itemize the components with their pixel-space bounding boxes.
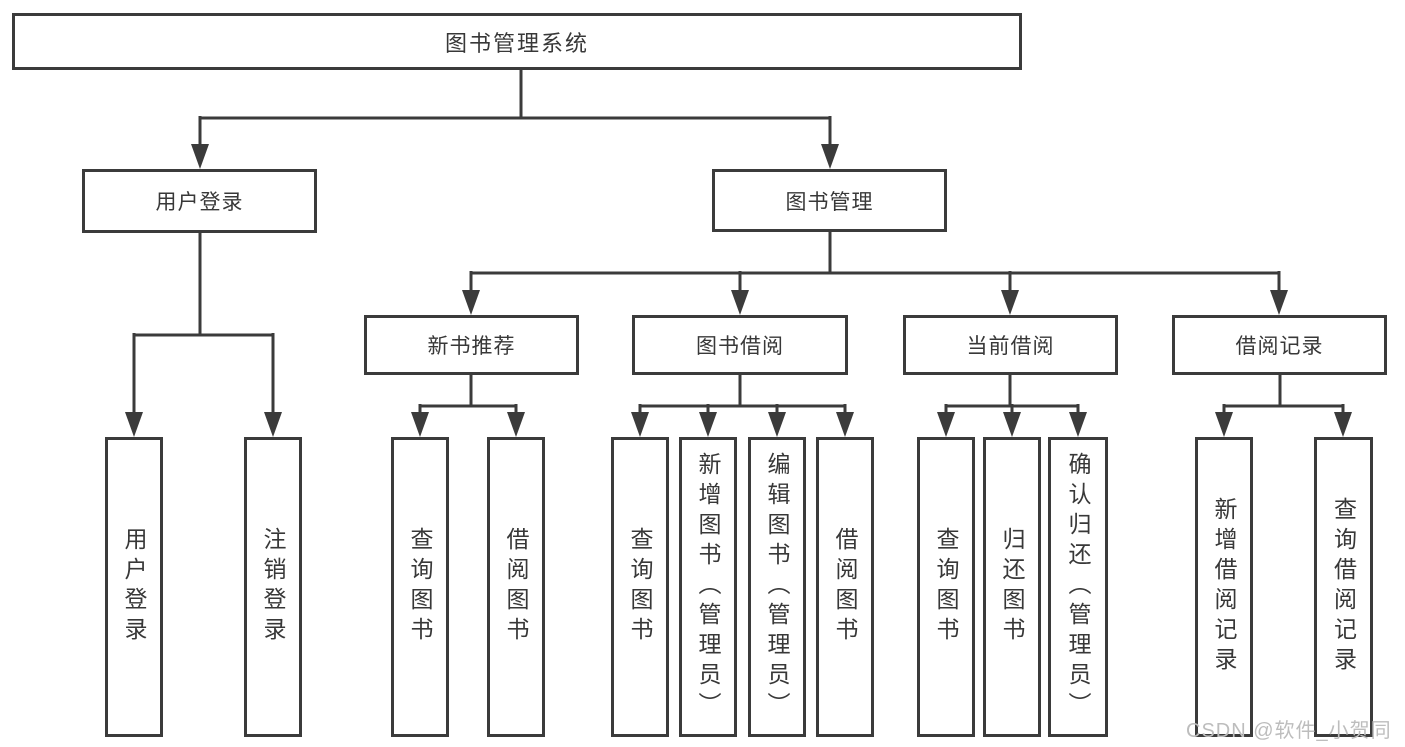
arrowhead-icon xyxy=(411,412,429,437)
arrowhead-icon xyxy=(191,144,209,169)
leaf-current-query-books: 查询图书 xyxy=(917,437,975,737)
node-book-management: 图书管理 xyxy=(712,169,947,232)
node-root-system: 图书管理系统 xyxy=(12,13,1022,70)
node-new-book-recommend: 新书推荐 xyxy=(364,315,579,375)
arrowheads xyxy=(125,144,1352,437)
arrowhead-icon xyxy=(507,412,525,437)
connector-book-borrow-split xyxy=(638,375,847,414)
leaf-newbook-borrow-books: 借阅图书 xyxy=(487,437,545,737)
arrowhead-icon xyxy=(937,412,955,437)
leaf-borrowing-query-books: 查询图书 xyxy=(611,437,669,737)
arrowhead-icon xyxy=(125,412,143,437)
node-book-borrowing: 图书借阅 xyxy=(632,315,848,375)
leaf-current-confirm-return-admin: 确认归还（管理员） xyxy=(1048,437,1108,737)
node-borrowing-records: 借阅记录 xyxy=(1172,315,1387,375)
arrowhead-icon xyxy=(1003,412,1021,437)
arrowhead-icon xyxy=(462,290,480,315)
arrowhead-icon xyxy=(1334,412,1352,437)
connector-user-login-split xyxy=(132,233,275,414)
leaf-current-return-books: 归还图书 xyxy=(983,437,1041,737)
leaf-newbook-query-books: 查询图书 xyxy=(391,437,449,737)
arrowhead-icon xyxy=(1215,412,1233,437)
connector-borrow-records-split xyxy=(1222,375,1345,414)
leaf-borrowing-add-books-admin: 新增图书（管理员） xyxy=(679,437,737,737)
arrowhead-icon xyxy=(1270,290,1288,315)
leaf-records-add-borrow-record: 新增借阅记录 xyxy=(1195,437,1253,737)
arrowhead-icon xyxy=(836,412,854,437)
arrowhead-icon xyxy=(1069,412,1087,437)
csdn-watermark: CSDN @软件_小贺同学 xyxy=(1186,720,1392,742)
leaf-borrowing-borrow-books: 借阅图书 xyxy=(816,437,874,737)
connector-new-book-split xyxy=(418,375,518,414)
node-current-borrowing: 当前借阅 xyxy=(903,315,1118,375)
arrowhead-icon xyxy=(821,144,839,169)
arrowhead-icon xyxy=(768,412,786,437)
leaf-logout: 注销登录 xyxy=(244,437,302,737)
leaf-records-query-borrow-record: 查询借阅记录 xyxy=(1314,437,1373,737)
node-user-login: 用户登录 xyxy=(82,169,317,233)
arrowhead-icon xyxy=(264,412,282,437)
leaf-borrowing-edit-books-admin: 编辑图书（管理员） xyxy=(748,437,806,737)
connector-book-management-split xyxy=(469,232,1281,292)
arrowhead-icon xyxy=(631,412,649,437)
arrowhead-icon xyxy=(1001,290,1019,315)
connector-current-borrow-split xyxy=(944,375,1080,414)
arrowhead-icon xyxy=(731,290,749,315)
leaf-user-login: 用户登录 xyxy=(105,437,163,737)
connector-root-split xyxy=(198,70,832,146)
arrowhead-icon xyxy=(699,412,717,437)
